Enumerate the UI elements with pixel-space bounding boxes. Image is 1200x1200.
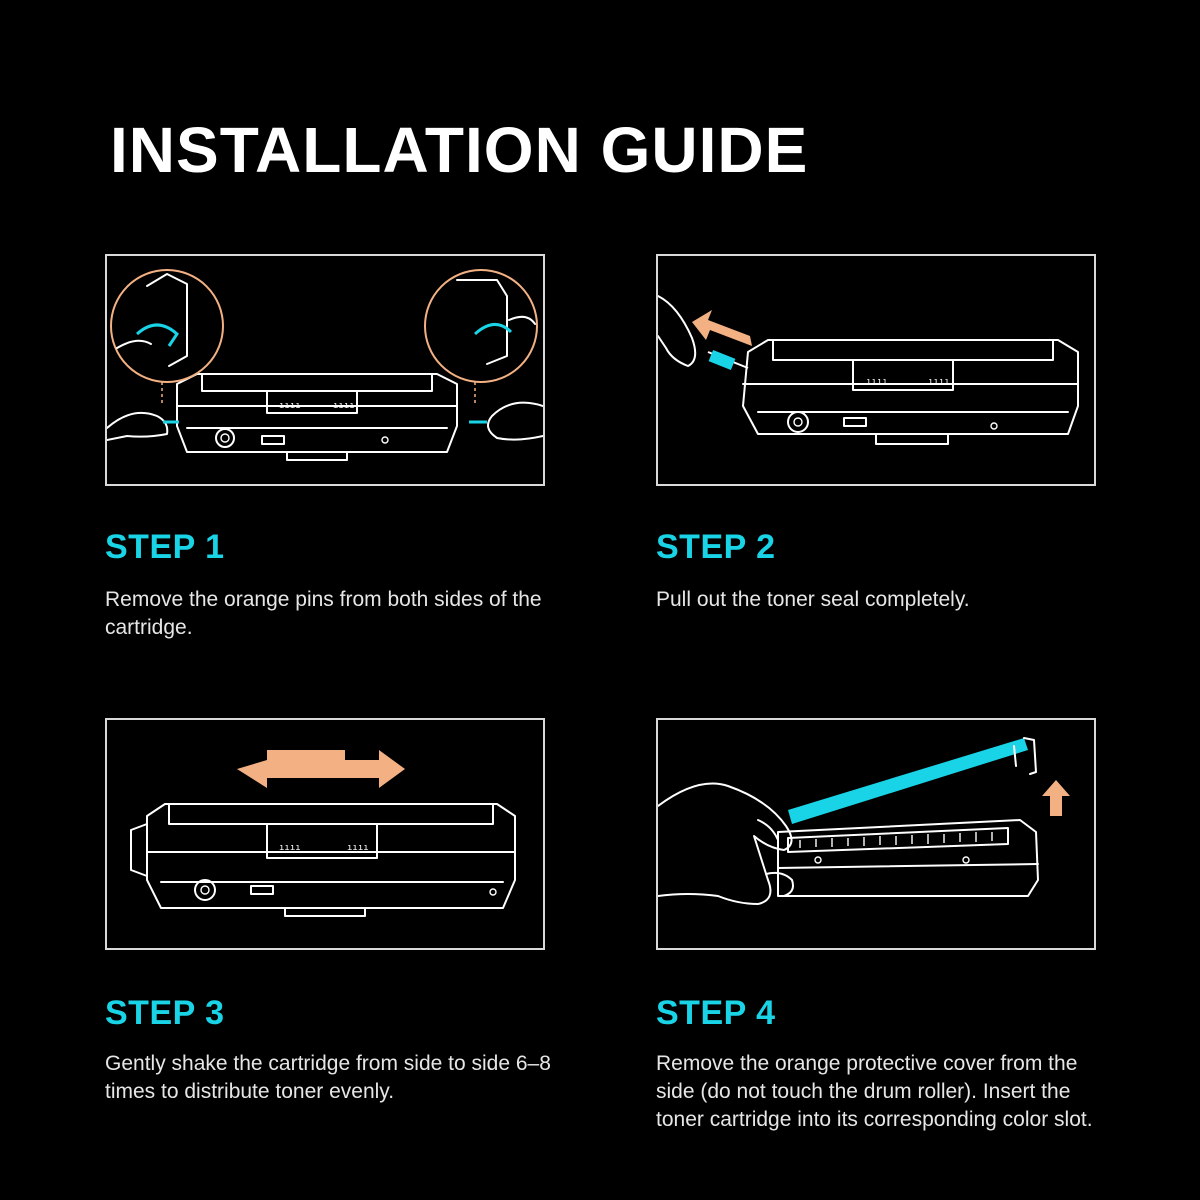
step-4-illustration-frame <box>656 718 1096 950</box>
step-3-description: Gently shake the cartridge from side to … <box>105 1052 551 1103</box>
step-2-label: STEP 2 <box>656 528 776 566</box>
step-1-illustration-frame: ıııı ıııı <box>105 254 545 486</box>
shake-cartridge-illustration: ıııı ıııı <box>130 750 516 917</box>
step-3-card: ıııı ıııı STEP 3 Gently shake the cartri… <box>105 718 551 1106</box>
pull-seal-illustration: ıııı ıııı <box>658 295 1079 445</box>
remove-pins-illustration: ıııı ıııı <box>107 269 543 461</box>
svg-text:ıııı: ıııı <box>333 401 355 411</box>
step-3-label: STEP 3 <box>105 994 225 1032</box>
step-1-label: STEP 1 <box>105 528 225 566</box>
step-4-description: Remove the orange protective cover from … <box>656 1052 1093 1131</box>
step-1-description: Remove the orange pins from both sides o… <box>105 588 542 639</box>
svg-text:ıııı: ıııı <box>866 377 888 387</box>
svg-text:ıııı: ıııı <box>928 377 950 387</box>
step-4-label: STEP 4 <box>656 994 776 1032</box>
svg-text:ıııı: ıııı <box>279 401 301 411</box>
step-4-card: STEP 4 Remove the orange protective cove… <box>656 718 1096 1134</box>
step-1-card: ıııı ıııı STEP 1 Remove the orange <box>105 254 545 642</box>
svg-text:ıııı: ıııı <box>279 843 301 853</box>
svg-text:ıııı: ıııı <box>347 843 369 853</box>
step-3-illustration-frame: ıııı ıııı <box>105 718 545 950</box>
remove-cover-illustration <box>658 737 1070 905</box>
step-2-illustration-frame: ıııı ıııı <box>656 254 1096 486</box>
step-2-card: ıııı ıııı STEP 2 Pull out the toner seal… <box>656 254 1096 614</box>
page-title: INSTALLATION GUIDE <box>110 114 809 186</box>
step-2-description: Pull out the toner seal completely. <box>656 588 970 611</box>
